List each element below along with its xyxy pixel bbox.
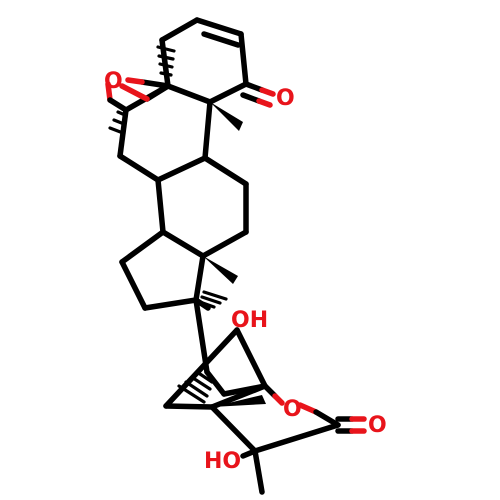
ring-oxygen-label: O <box>283 397 302 422</box>
side-chain <box>163 297 341 495</box>
stereo-wedges <box>203 102 266 407</box>
lactone-carbonyl <box>335 416 367 434</box>
ring-c <box>155 155 249 259</box>
bottom-hydroxyl-label: HO <box>204 449 241 474</box>
epoxide-oxygen-label: O <box>104 69 123 94</box>
ketone-group <box>240 81 276 108</box>
hydroxyl-label: OH <box>231 308 268 333</box>
ring-b <box>117 83 213 183</box>
atom-labels: O O OH O O HO <box>104 69 387 474</box>
ring-a <box>159 17 249 105</box>
ketone-oxygen-label: O <box>276 86 295 111</box>
hashed-bonds <box>108 45 228 404</box>
lactone-carbonyl-oxygen-label: O <box>368 413 387 438</box>
heteroatom-bonds <box>105 77 341 459</box>
ring-d <box>119 229 206 311</box>
